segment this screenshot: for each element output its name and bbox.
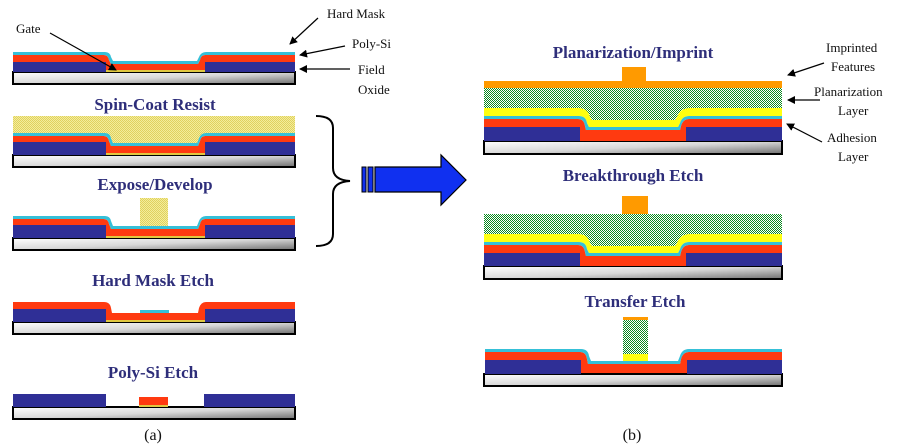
hard-mask-layer: [13, 216, 295, 229]
step-title-breakthrough-etch: Breakthrough Etch: [563, 166, 704, 185]
panel-label-a: (a): [144, 427, 162, 444]
field-oxide-right: [205, 225, 295, 238]
field-oxide-left: [485, 360, 581, 374]
poly-si-layer: [13, 219, 295, 236]
substrate: [12, 406, 296, 420]
stack-poly-si-etch: [12, 394, 296, 420]
callout-poly-si: Poly-Si: [352, 36, 391, 51]
stack-expose-develop: [12, 198, 296, 251]
planarization-pillar: [623, 320, 648, 354]
callout-planarization-line2: Layer: [838, 103, 869, 118]
gate-oxide: [106, 236, 205, 238]
field-oxide-left: [13, 309, 106, 322]
substrate: [12, 321, 296, 335]
step-title-poly-si-etch: Poly-Si Etch: [108, 363, 199, 382]
gate-oxide: [139, 405, 168, 407]
field-oxide-left: [13, 142, 106, 155]
callout-arrow-poly-si: [299, 45, 346, 58]
resist-layer: [13, 116, 295, 136]
step-title-transfer-etch: Transfer Etch: [585, 292, 686, 311]
step-title-planarization-imprint: Planarization/Imprint: [553, 43, 714, 62]
callout-adhesion-line2: Layer: [838, 149, 869, 164]
hard-mask-layer: [13, 52, 295, 64]
callout-hard-mask: Hard Mask: [327, 6, 386, 21]
callout-field-oxide-line1: Field: [358, 62, 385, 77]
stack-breakthrough: [483, 196, 783, 280]
hard-mask-layer: [484, 116, 782, 130]
field-oxide-left: [13, 62, 106, 72]
stack-transfer: [483, 317, 783, 387]
imprint-resist-layer: [484, 81, 782, 88]
adhesion-layer: [484, 234, 782, 253]
imprint-cap: [623, 317, 648, 320]
poly-si-layer: [484, 245, 782, 266]
gate-oxide: [106, 153, 205, 155]
imprinted-feature: [622, 67, 646, 81]
callout-planarization-line1: Planarization: [814, 84, 883, 99]
substrate: [483, 265, 783, 280]
panel-b: Planarization/Imprint Breakthrough Etch …: [483, 40, 883, 444]
callout-arrow-imprinted: [787, 62, 825, 77]
stack-hard-mask-etch: [12, 302, 296, 335]
resist-fill-trench: [106, 133, 205, 143]
block-arrow-right-icon: [361, 153, 467, 207]
imprinted-feature: [622, 196, 648, 214]
panel-a: Spin-Coat Resist Expose/Develop Hard Mas…: [12, 6, 391, 444]
hard-mask-layer: [484, 242, 782, 256]
callout-gate: Gate: [16, 21, 41, 36]
poly-si-layer: [13, 136, 295, 153]
planarization-layer: [484, 214, 782, 246]
field-oxide-right: [205, 142, 295, 155]
step-title-hard-mask-etch: Hard Mask Etch: [92, 271, 214, 290]
poly-si-layer: [13, 55, 295, 70]
gate-oxide: [106, 70, 205, 72]
field-oxide-right: [205, 309, 295, 322]
field-oxide-right: [205, 62, 295, 72]
field-oxide-right: [687, 360, 782, 374]
stack-planarization: [483, 67, 783, 155]
stack-spin-coat: [12, 116, 296, 168]
callout-arrow-adhesion: [786, 123, 823, 143]
hard-mask-remnant: [140, 310, 169, 313]
field-oxide-left: [13, 394, 106, 407]
callout-arrow-hard-mask: [289, 17, 319, 45]
field-oxide-right: [686, 127, 782, 141]
field-oxide-right: [204, 394, 295, 407]
step-title-spin-coat: Spin-Coat Resist: [94, 95, 216, 114]
field-oxide-left: [484, 253, 580, 266]
resist-pillar: [140, 198, 168, 226]
substrate: [12, 154, 296, 168]
gate-oxide: [106, 320, 205, 322]
field-oxide-left: [13, 225, 106, 238]
callout-arrow-gate: [49, 32, 117, 71]
field-oxide-right: [686, 253, 782, 266]
substrate: [12, 237, 296, 251]
poly-si-gate: [139, 397, 168, 405]
callout-field-oxide-line2: Oxide: [358, 82, 390, 97]
adhesion-pillar: [623, 354, 648, 361]
substrate: [483, 140, 783, 155]
planarization-layer: [484, 88, 782, 120]
stack-initial: [12, 52, 296, 85]
panel-label-b: (b): [623, 427, 642, 444]
callout-adhesion-line1: Adhesion: [827, 130, 877, 145]
hard-mask-layer: [13, 133, 295, 146]
poly-si-layer: [485, 352, 782, 373]
callout-imprinted-line2: Features: [831, 59, 875, 74]
curly-brace-icon: [315, 115, 351, 247]
adhesion-layer: [484, 108, 782, 127]
poly-si-layer: [13, 302, 295, 320]
step-title-expose-develop: Expose/Develop: [97, 175, 212, 194]
field-oxide-left: [484, 127, 580, 141]
substrate: [483, 373, 783, 387]
callout-imprinted-line1: Imprinted: [826, 40, 878, 55]
substrate: [12, 71, 296, 85]
